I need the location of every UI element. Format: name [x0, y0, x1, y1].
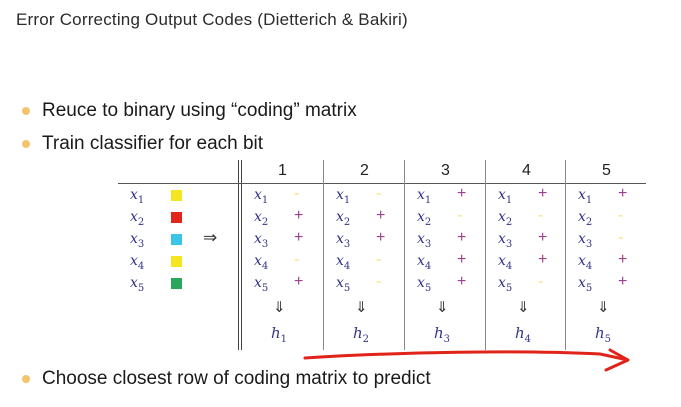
row-label: x1 — [130, 187, 145, 206]
matrix-row-label: x4 — [254, 253, 269, 272]
matrix-row-label: x5 — [254, 275, 269, 294]
matrix-row-label: x4 — [417, 253, 432, 272]
minus-sign: - — [376, 251, 382, 268]
class-color-swatch — [171, 234, 182, 245]
minus-sign: - — [538, 207, 544, 224]
matrix-row-label: x5 — [578, 275, 593, 294]
class-color-swatch — [171, 190, 182, 201]
plus-sign: + — [457, 251, 467, 268]
matrix-row-label: x5 — [336, 275, 351, 294]
slide-title: Error Correcting Output Codes (Dietteric… — [16, 10, 408, 29]
class-color-swatch — [171, 256, 182, 267]
hypothesis-label: h2 — [353, 324, 370, 345]
matrix-row-label: x1 — [498, 187, 513, 206]
minus-sign: - — [376, 273, 382, 290]
row-label: x5 — [130, 275, 145, 294]
matrix-row-label: x2 — [417, 209, 432, 228]
bullet-item: Reuce to binary using “coding” matrix — [20, 99, 660, 123]
column-header: 5 — [602, 162, 611, 179]
table-column-separator — [565, 160, 566, 350]
matrix-row-label: x3 — [417, 231, 432, 250]
matrix-row-label: x4 — [498, 253, 513, 272]
plus-sign: + — [618, 185, 628, 202]
red-arrow-path — [303, 348, 630, 372]
plus-sign: + — [294, 273, 304, 290]
matrix-row-label: x2 — [336, 209, 351, 228]
matrix-row-label: x1 — [578, 187, 593, 206]
minus-sign: - — [618, 229, 624, 246]
matrix-row-label: x3 — [336, 231, 351, 250]
bullet-dot-icon — [22, 140, 30, 148]
column-header: 4 — [522, 162, 531, 179]
hypothesis-label: h1 — [271, 324, 288, 345]
table-column-separator — [485, 160, 486, 350]
class-color-swatch — [171, 278, 182, 289]
table-header-rule — [118, 183, 646, 184]
minus-sign: - — [294, 185, 300, 202]
plus-sign: + — [376, 207, 386, 224]
plus-sign: + — [294, 207, 304, 224]
down-double-arrow-icon: ⇓ — [273, 299, 286, 316]
matrix-row-label: x5 — [498, 275, 513, 294]
matrix-row-label: x1 — [254, 187, 269, 206]
down-double-arrow-icon: ⇓ — [355, 299, 368, 316]
table-column-separator — [323, 160, 324, 350]
plus-sign: + — [457, 185, 467, 202]
minus-sign: - — [538, 273, 544, 290]
table-double-rule-right — [241, 160, 242, 350]
row-label: x3 — [130, 231, 145, 250]
minus-sign: - — [457, 207, 463, 224]
row-label: x2 — [130, 209, 145, 228]
matrix-row-label: x1 — [417, 187, 432, 206]
class-color-swatch — [171, 212, 182, 223]
matrix-row-label: x3 — [498, 231, 513, 250]
bullet-text: Choose closest row of coding matrix to p… — [42, 368, 431, 389]
plus-sign: + — [618, 251, 628, 268]
plus-sign: + — [618, 273, 628, 290]
matrix-row-label: x2 — [498, 209, 513, 228]
matrix-row-label: x4 — [336, 253, 351, 272]
column-header: 2 — [360, 162, 369, 179]
hypothesis-label: h4 — [515, 324, 532, 345]
hypothesis-label: h3 — [434, 324, 451, 345]
minus-sign: - — [618, 207, 624, 224]
plus-sign: + — [538, 251, 548, 268]
plus-sign: + — [294, 229, 304, 246]
row-label: x4 — [130, 253, 145, 272]
matrix-row-label: x3 — [578, 231, 593, 250]
matrix-row-label: x4 — [578, 253, 593, 272]
column-header: 1 — [278, 162, 287, 179]
down-double-arrow-icon: ⇓ — [517, 299, 530, 316]
matrix-row-label: x3 — [254, 231, 269, 250]
implies-arrow-icon: ⇒ — [203, 228, 218, 247]
bullet-dot-icon — [22, 107, 30, 115]
table-double-rule-left — [238, 160, 239, 350]
bullet-text: Reuce to binary using “coding” matrix — [42, 100, 357, 121]
plus-sign: + — [457, 229, 467, 246]
hypothesis-label: h5 — [595, 324, 612, 345]
matrix-row-label: x2 — [254, 209, 269, 228]
table-column-separator — [404, 160, 405, 350]
minus-sign: - — [294, 251, 300, 268]
matrix-row-label: x1 — [336, 187, 351, 206]
matrix-row-label: x5 — [417, 275, 432, 294]
bullet-dot-icon — [22, 375, 30, 383]
down-double-arrow-icon: ⇓ — [436, 299, 449, 316]
plus-sign: + — [457, 273, 467, 290]
minus-sign: - — [376, 185, 382, 202]
matrix-row-label: x2 — [578, 209, 593, 228]
column-header: 3 — [441, 162, 450, 179]
plus-sign: + — [538, 229, 548, 246]
down-double-arrow-icon: ⇓ — [597, 299, 610, 316]
bullet-item: Train classifier for each bit — [20, 132, 660, 156]
plus-sign: + — [538, 185, 548, 202]
bullet-text: Train classifier for each bit — [42, 133, 264, 154]
bullet-item: Choose closest row of coding matrix to p… — [20, 367, 660, 391]
plus-sign: + — [376, 229, 386, 246]
